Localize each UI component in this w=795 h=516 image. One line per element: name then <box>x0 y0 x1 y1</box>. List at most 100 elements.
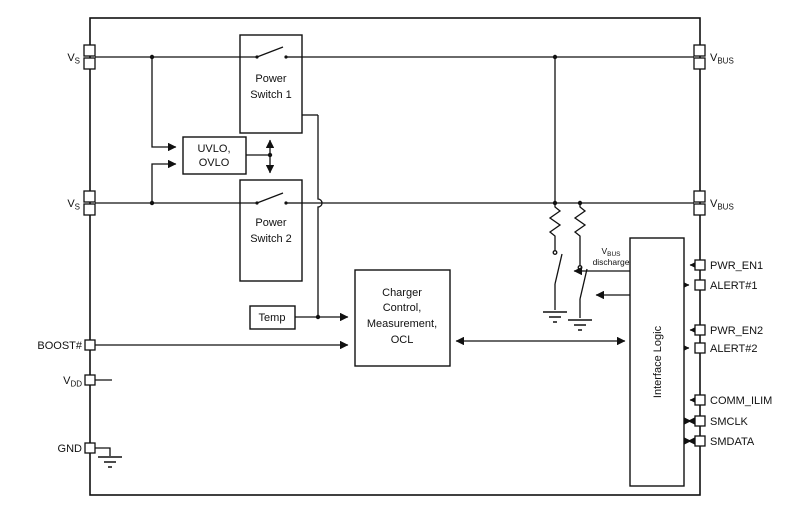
pin-square <box>694 259 706 271</box>
block-charger-control: Charger Control, Measurement, OCL <box>354 269 451 367</box>
pin-label-boost: BOOST# <box>37 340 83 352</box>
pin-square <box>694 279 706 291</box>
charger-control-box <box>354 269 451 367</box>
pin-square <box>84 374 96 386</box>
ground-symbol-1 <box>543 311 567 323</box>
wire-uvlo-tap-1 <box>151 57 177 152</box>
pin-label-vs1: VS <box>67 52 80 66</box>
switch2-contact-b <box>284 201 288 205</box>
pin-label-gnd: GND <box>58 443 83 455</box>
pin-label-alert2: ALERT#2 <box>710 343 758 355</box>
block-temp: Temp <box>249 305 296 330</box>
pin-square <box>83 190 96 203</box>
discharge-resistor-2 <box>573 203 587 265</box>
power-switch-2-label-line2: Switch 2 <box>250 233 292 245</box>
pin-square <box>694 342 706 354</box>
pin-square <box>83 44 96 57</box>
pin-label-smclk: SMCLK <box>710 416 749 428</box>
pin-square <box>693 57 706 70</box>
wiring <box>95 56 699 468</box>
ground-symbol-2 <box>568 319 592 331</box>
pin-vbus2: VBUS <box>693 190 734 216</box>
pin-square <box>694 435 706 447</box>
power-switch-2-label-line1: Power <box>255 217 287 229</box>
junction-dot <box>149 200 155 206</box>
junction-dot <box>267 152 273 158</box>
pin-label-alert1: ALERT#1 <box>710 280 758 292</box>
pin-smclk: SMCLK <box>694 415 749 428</box>
vbus-discharge-label-line1: VBUS <box>601 246 621 258</box>
power-switch-1-label-line1: Power <box>255 73 287 85</box>
junction-dot <box>149 54 155 60</box>
charger-label-line3: Measurement, <box>367 318 437 330</box>
pin-label-pwr-en1: PWR_EN1 <box>710 260 763 272</box>
pin-vdd: VDD <box>63 374 96 389</box>
wire-uvlo-tap-2 <box>151 159 177 203</box>
power-switch-2-box <box>239 179 303 282</box>
block-power-switch-2: Power Switch 2 <box>239 179 303 282</box>
uvlo-ovlo-box <box>182 136 247 175</box>
charger-label-line2: Control, <box>383 302 422 314</box>
pin-vbus1: VBUS <box>693 44 734 70</box>
junction-dot <box>552 200 558 206</box>
pin-square <box>84 442 96 454</box>
pin-label-vbus1: VBUS <box>710 52 734 66</box>
pin-boost: BOOST# <box>37 339 96 352</box>
temp-box <box>249 305 296 330</box>
pin-label-comm-ilim: COMM_ILIM <box>710 395 772 407</box>
pin-label-vdd: VDD <box>63 375 82 389</box>
pin-square <box>693 203 706 216</box>
vbus-discharge-label-line2: discharge <box>593 257 630 267</box>
pin-square <box>694 415 706 427</box>
pin-label-vbus2: VBUS <box>710 198 734 212</box>
wire-gnd <box>95 447 111 456</box>
ic-boundary <box>89 17 701 496</box>
junction-dot <box>315 314 321 320</box>
junction-dot <box>552 54 558 60</box>
pin-square <box>693 190 706 203</box>
pin-alert1: ALERT#1 <box>694 279 758 292</box>
block-uvlo-ovlo: UVLO, OVLO <box>182 136 247 175</box>
ground-symbol-gnd <box>98 456 122 468</box>
charger-label-line4: OCL <box>391 334 414 346</box>
power-switch-1-label-line2: Switch 1 <box>250 89 292 101</box>
switch1-blade <box>256 46 284 58</box>
pin-gnd: GND <box>58 442 96 455</box>
discharge-switch-2-blade <box>579 268 588 300</box>
pin-square <box>84 339 96 351</box>
pin-square <box>83 57 96 70</box>
blocks: Power Switch 1 UVLO, OVLO Power Switch 2… <box>182 34 685 487</box>
pin-label-pwr-en2: PWR_EN2 <box>710 325 763 337</box>
uvlo-label-line1: UVLO, <box>197 143 230 155</box>
pin-label-smdata: SMDATA <box>710 436 755 448</box>
pins-left: VS VS BOOST# VDD GND <box>37 44 96 455</box>
block-power-switch-1: Power Switch 1 <box>239 34 303 134</box>
uvlo-label-line2: OVLO <box>199 157 230 169</box>
pin-square <box>693 44 706 57</box>
pin-square <box>694 324 706 336</box>
charger-label-line1: Charger <box>382 287 422 299</box>
pin-vs2: VS <box>67 190 96 216</box>
pins-right: VBUS VBUS PWR_EN1 ALERT#1 PWR_EN2 ALERT#… <box>693 44 772 448</box>
pin-vs1: VS <box>67 44 96 70</box>
block-interface-logic: Interface Logic <box>629 237 685 487</box>
wire-sense-vertical <box>317 115 323 317</box>
temp-label: Temp <box>259 312 286 324</box>
discharge-switch-2-contact <box>577 265 583 270</box>
interface-logic-label: Interface Logic <box>652 325 664 398</box>
vbus-discharge-annotation: VBUS discharge <box>593 246 630 267</box>
pin-smdata: SMDATA <box>694 435 755 448</box>
discharge-resistor-1 <box>548 203 562 250</box>
switch1-contact-b <box>284 55 288 59</box>
interface-logic-box <box>629 237 685 487</box>
discharge-switch-1-blade <box>554 253 563 285</box>
pin-pwr-en1: PWR_EN1 <box>694 259 763 272</box>
pin-square <box>83 203 96 216</box>
pin-square <box>694 394 706 406</box>
pin-pwr-en2: PWR_EN2 <box>694 324 763 337</box>
switch2-blade <box>256 192 284 204</box>
junction-dots <box>149 54 583 320</box>
pin-label-vs2: VS <box>67 198 80 212</box>
